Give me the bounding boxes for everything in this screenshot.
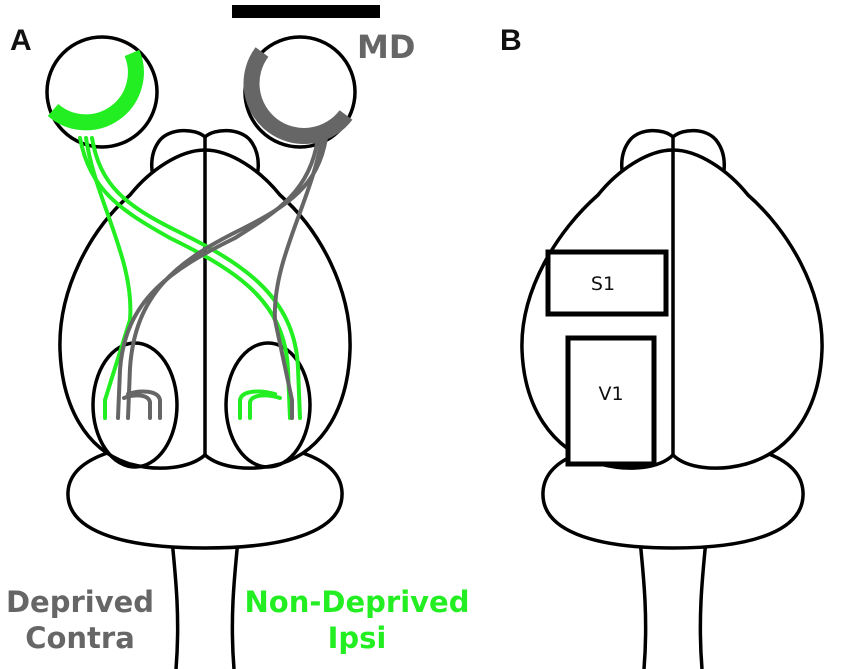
deprived-label: Deprived bbox=[6, 585, 154, 619]
v1-label: V1 bbox=[598, 383, 623, 405]
spinal-cord-b bbox=[638, 539, 708, 669]
panel-a-letter: A bbox=[10, 24, 32, 57]
deprived-pathway bbox=[116, 136, 328, 420]
panel-b-letter: B bbox=[500, 24, 522, 57]
md-label: MD bbox=[357, 28, 415, 66]
contra-label: Contra bbox=[25, 621, 135, 655]
panel-b: B S1 V1 bbox=[500, 24, 824, 669]
v1-right-a bbox=[224, 341, 312, 469]
v1-box bbox=[565, 335, 657, 467]
eye-right-retina bbox=[243, 47, 353, 144]
spinal-cord-a bbox=[170, 539, 240, 669]
brainstem-b bbox=[541, 440, 805, 550]
s1-label: S1 bbox=[591, 273, 615, 295]
occlusion-bar bbox=[232, 5, 380, 18]
nondeprived-label: Non-Deprived bbox=[245, 585, 470, 619]
s1-box bbox=[545, 249, 669, 317]
ipsi-label: Ipsi bbox=[328, 621, 387, 655]
brainstem-a bbox=[66, 440, 344, 550]
panel-a: A MD bbox=[6, 5, 470, 669]
eye-left-retina bbox=[47, 49, 144, 131]
